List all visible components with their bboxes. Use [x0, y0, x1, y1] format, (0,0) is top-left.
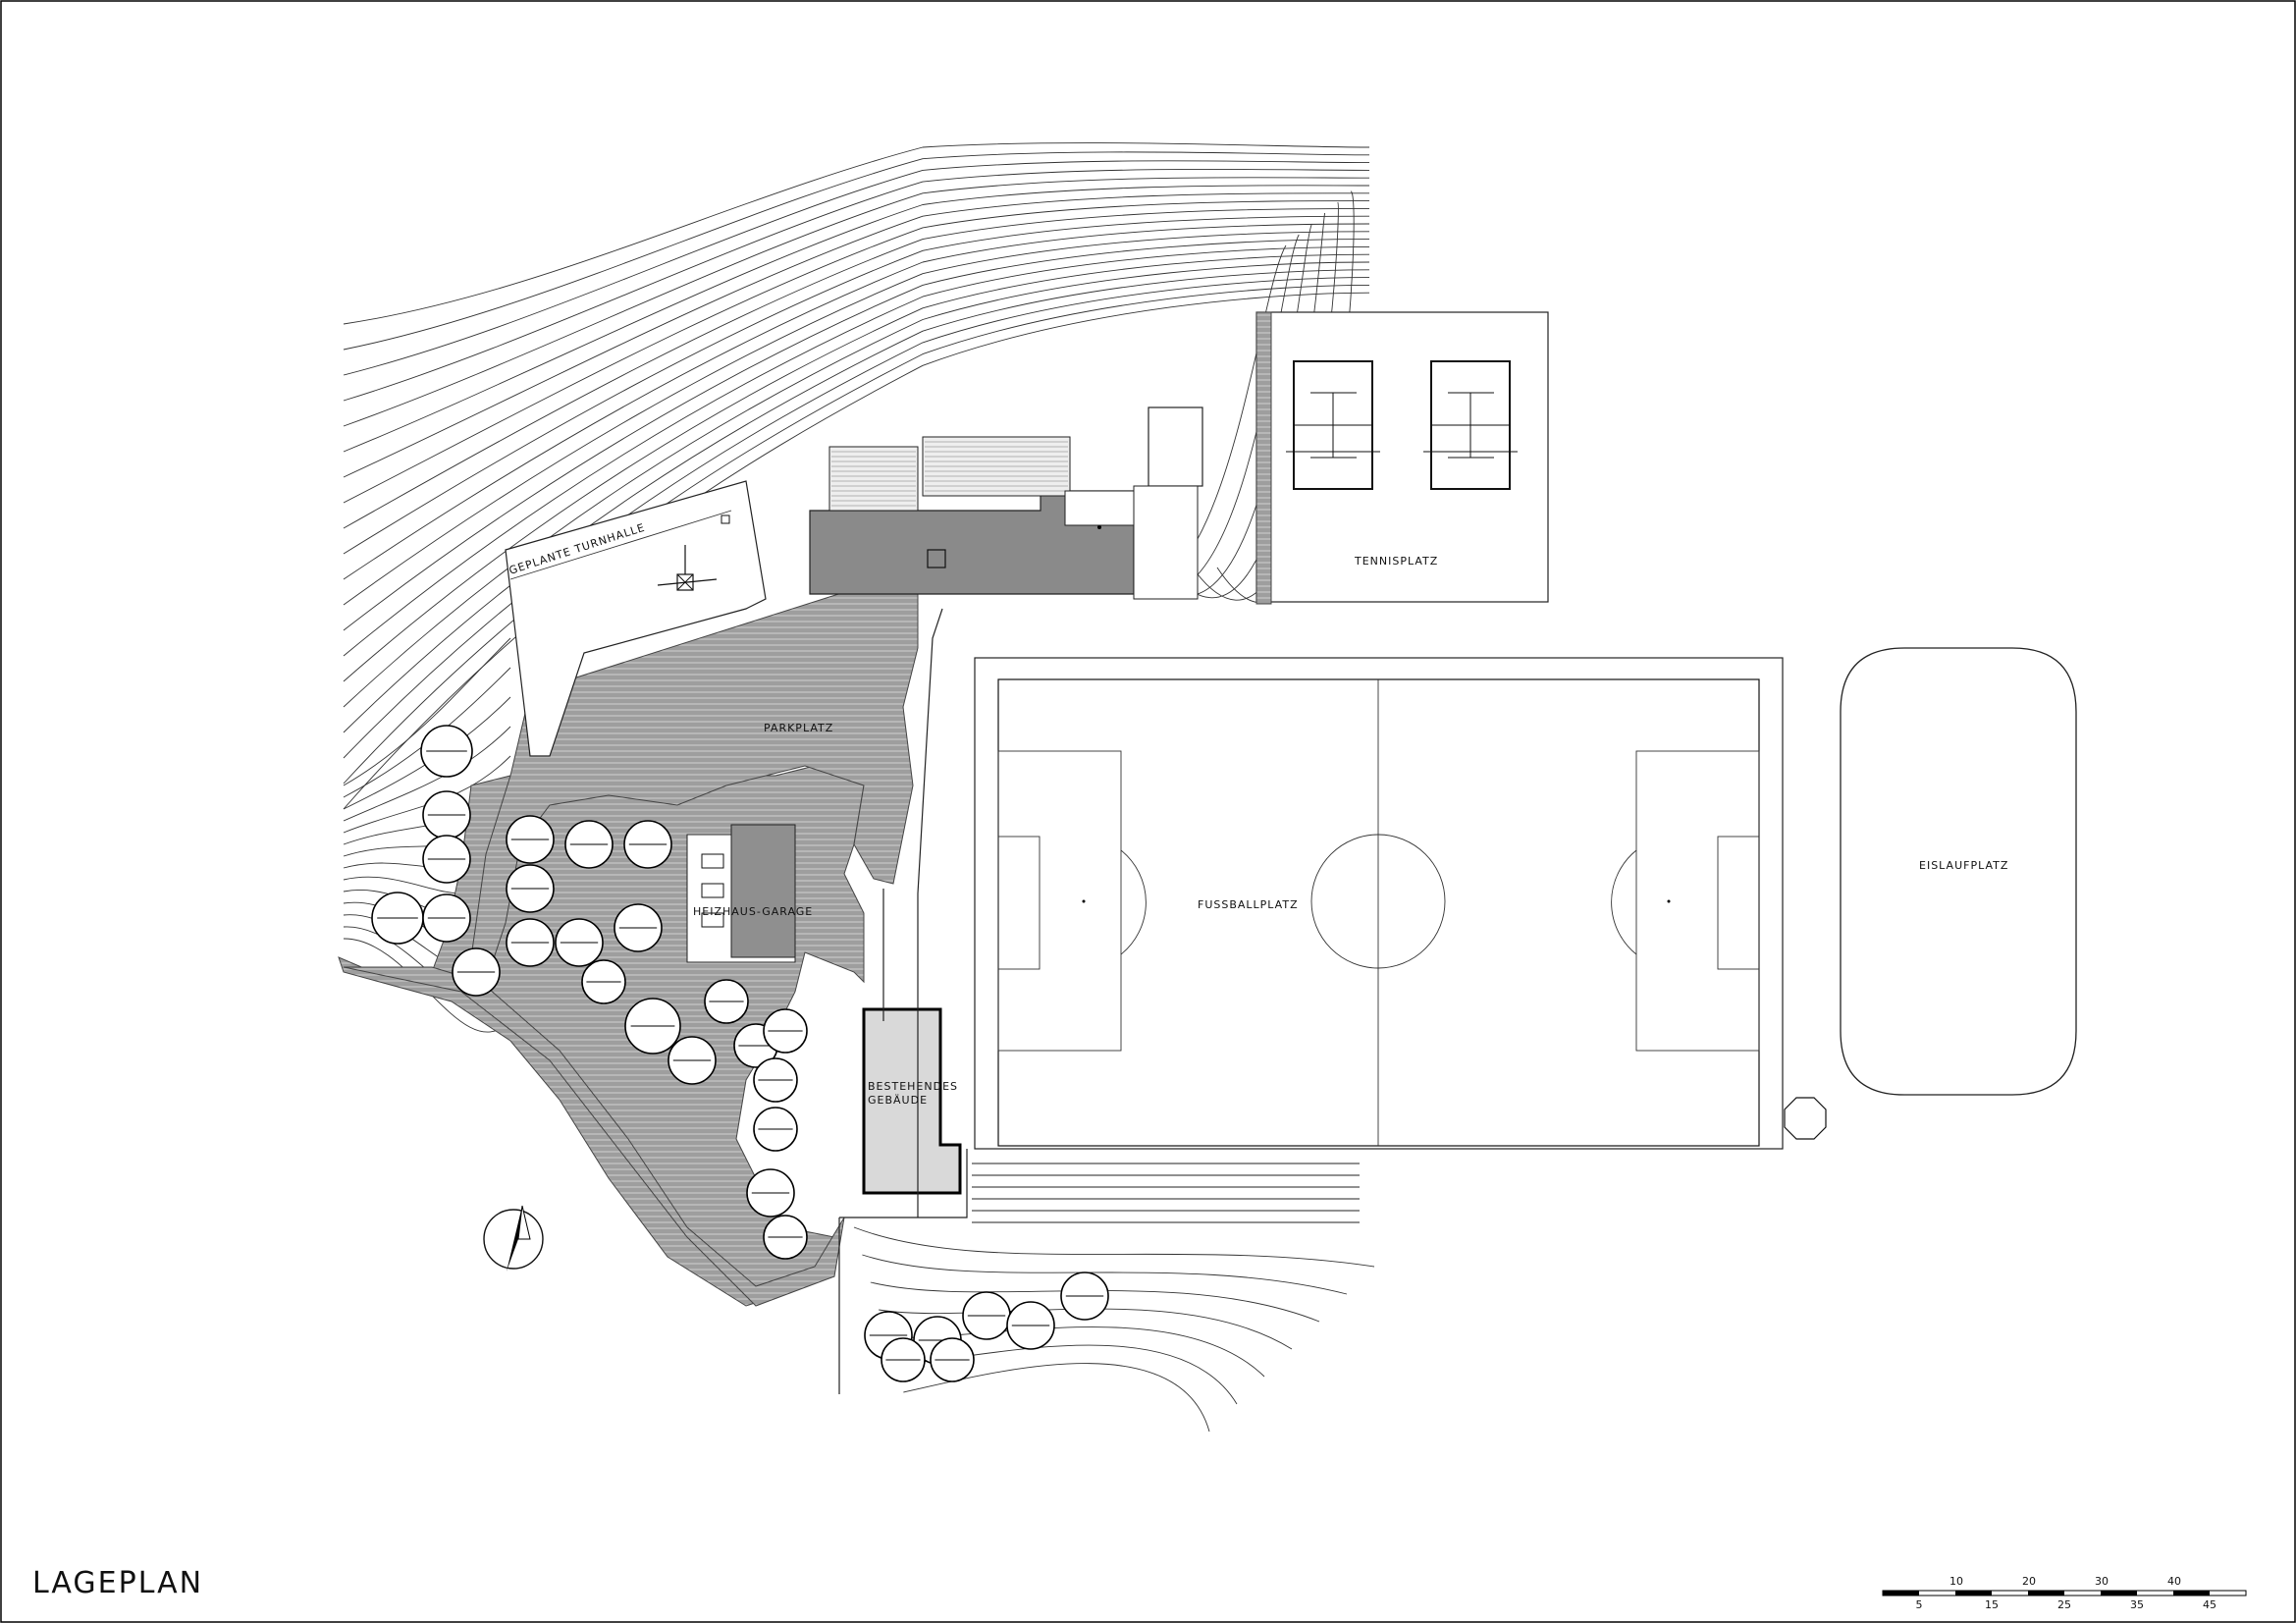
contour-line [343, 938, 511, 1033]
tree-icon [667, 1036, 717, 1085]
label-ice-rink: EISLAUFPLATZ [1919, 859, 2008, 872]
clubhouse-annex [1133, 485, 1199, 600]
contour-line [343, 160, 1370, 376]
tree-icon [753, 1057, 798, 1103]
annex-building-3 [1064, 490, 1135, 526]
stands-lines [972, 1163, 1360, 1223]
contour-line [343, 292, 1370, 810]
garage-windows [701, 853, 724, 928]
tree-icon [422, 835, 471, 884]
tree-icon [422, 790, 471, 839]
label-tennis: TENNISPLATZ [1354, 555, 1438, 568]
tree-icon [506, 918, 555, 967]
contour-line [343, 185, 1370, 453]
contour-line [903, 1363, 1210, 1433]
tree-icon [422, 893, 471, 943]
tree-icon [1060, 1271, 1109, 1321]
tree-icon [420, 725, 473, 778]
contour-line [343, 151, 1370, 351]
contour-line [853, 1226, 1375, 1268]
kiosk-octagon [1784, 1097, 1827, 1140]
contour-line [343, 207, 1370, 529]
tree-icon [763, 1008, 808, 1054]
playground-equipment [657, 514, 730, 591]
trees [371, 725, 1109, 1382]
north-arrow-icon [483, 1205, 544, 1271]
tree-icon [753, 1107, 798, 1152]
scale-tick-25: 25 [2057, 1598, 2071, 1611]
scale-tick-5: 5 [1916, 1598, 1923, 1611]
contour-line [343, 637, 511, 786]
ice-rink [1840, 647, 2077, 1096]
site-wall [839, 608, 968, 1218]
scale-tick-40: 40 [2167, 1575, 2181, 1588]
tree-icon [371, 892, 424, 945]
planned-gym-inner [509, 510, 732, 580]
contour-line [343, 253, 1370, 682]
annex-building-1 [828, 446, 919, 512]
tree-icon [452, 947, 501, 997]
label-existing-building-2: GEBÄUDE [868, 1094, 928, 1107]
annex-roof-lines [831, 441, 1068, 507]
tennis-court-2 [1423, 360, 1518, 490]
main-building-chimney [927, 549, 946, 568]
planned-gym-outline [505, 480, 767, 757]
tree-icon [962, 1291, 1011, 1340]
contour-line [343, 231, 1370, 606]
tennis-court-1 [1286, 360, 1380, 490]
scale-bar: 10 20 30 40 5 15 25 35 45 [1882, 1575, 2247, 1611]
label-parking: PARKPLATZ [764, 722, 833, 734]
contour-line [343, 192, 1370, 478]
existing-building [862, 1007, 962, 1195]
drawing-title: LAGEPLAN [32, 1566, 203, 1600]
contour-line [343, 245, 1370, 657]
clubhouse [1148, 406, 1203, 487]
football-outer [974, 657, 1784, 1150]
penalty-spot-left [1082, 899, 1086, 903]
contour-line [343, 142, 1370, 325]
label-heating-garage: HEIZHAUS-GARAGE [693, 905, 813, 918]
tree-icon [555, 918, 604, 967]
path-edge [838, 889, 884, 1394]
scale-tick-10: 10 [1949, 1575, 1963, 1588]
tree-icon [763, 1215, 808, 1260]
tree-icon [704, 979, 749, 1024]
tree-icon [506, 864, 555, 913]
contour-line [343, 223, 1370, 580]
football-markings [997, 679, 1760, 1146]
scale-tick-15: 15 [1985, 1598, 1999, 1611]
tree-icon [1006, 1301, 1055, 1350]
label-football: FUSSBALLPLATZ [1198, 898, 1299, 911]
scale-tick-30: 30 [2095, 1575, 2109, 1588]
contour-line [343, 284, 1370, 784]
contour-line [343, 177, 1370, 427]
scale-tick-35: 35 [2130, 1598, 2144, 1611]
contour-line [343, 168, 1370, 402]
tree-icon [746, 1168, 795, 1217]
access-road [343, 966, 845, 1307]
tree-icon [506, 815, 555, 864]
garage-dark [730, 824, 796, 958]
tree-icon [930, 1337, 975, 1382]
scale-tick-45: 45 [2203, 1598, 2216, 1611]
tennis-stairs [1255, 311, 1272, 605]
tree-icon [564, 820, 614, 869]
contour-line [343, 726, 511, 822]
scale-tick-20: 20 [2022, 1575, 2036, 1588]
tree-icon [623, 820, 672, 869]
label-existing-building-1: BESTEHENDES [868, 1080, 958, 1093]
penalty-spot-right [1667, 899, 1671, 903]
contour-line [343, 239, 1370, 631]
tree-icon [624, 998, 681, 1055]
tree-icon [581, 959, 626, 1004]
contour-line [343, 215, 1370, 555]
contour-line [343, 200, 1370, 504]
main-building-point [1097, 525, 1101, 529]
tree-icon [614, 903, 663, 952]
tree-icon [881, 1337, 926, 1382]
